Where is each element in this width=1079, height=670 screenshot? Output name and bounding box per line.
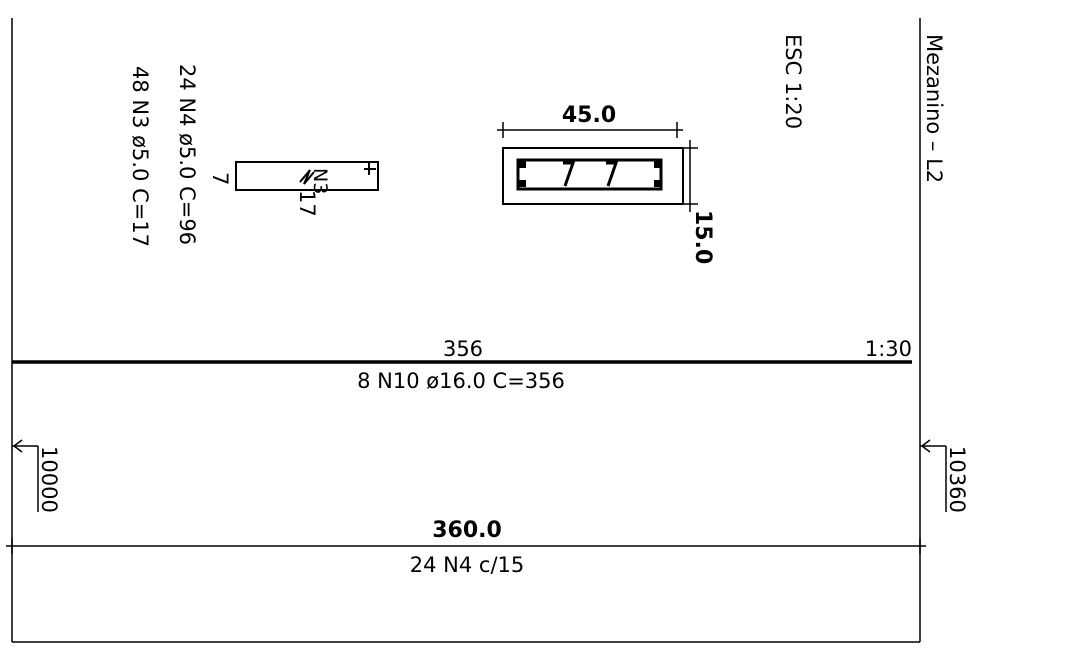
section-width-label: 45.0	[562, 103, 616, 128]
left-section-marker	[12, 439, 39, 512]
stirrup-n4-spec: 24 N4 ø5.0 C=96	[175, 64, 199, 245]
beam-cross-section	[502, 147, 684, 205]
scale-label: ESC 1:20	[781, 34, 805, 129]
small-bar-right-label: 17	[295, 190, 319, 217]
small-bar-shape	[235, 161, 379, 191]
small-bar-left-label: 7	[208, 172, 232, 185]
left-marker-label: 10000	[37, 446, 61, 513]
drawing-title: Mezanino – L2	[922, 34, 946, 183]
main-bar-length: 356	[443, 337, 483, 361]
main-bar-scale: 1:30	[865, 337, 912, 361]
span-dimension-label: 360.0	[432, 518, 502, 543]
span-spec: 24 N4 c/15	[410, 553, 525, 577]
stirrup-n3-spec: 48 N3 ø5.0 C=17	[128, 66, 152, 247]
right-section-marker	[920, 439, 947, 512]
section-height-label: 15.0	[690, 210, 715, 264]
span-dimension	[6, 538, 926, 554]
main-bar-spec: 8 N10 ø16.0 C=356	[357, 369, 565, 393]
section-width-dimension	[497, 122, 683, 138]
section-height-dimension	[682, 140, 698, 212]
small-bar-tag: N3	[309, 168, 331, 194]
right-marker-label: 10360	[945, 446, 969, 513]
